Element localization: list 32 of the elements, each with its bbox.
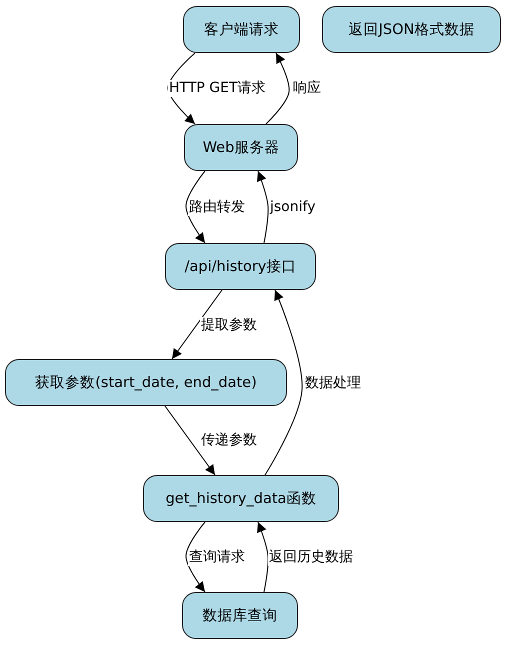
edge-label: 提取参数 xyxy=(200,317,258,334)
edge-label: HTTP GET请求 xyxy=(168,80,267,97)
edge-label: 路由转发 xyxy=(188,199,246,216)
edge-label: jsonify xyxy=(269,199,316,216)
arrow xyxy=(264,290,302,476)
process-box xyxy=(183,6,300,53)
node-label: 返回JSON格式数据 xyxy=(348,21,474,39)
process-box xyxy=(182,592,298,639)
arrow xyxy=(168,52,196,124)
arrow xyxy=(257,522,269,592)
node-label: Web服务器 xyxy=(202,139,280,157)
arrow xyxy=(186,170,206,244)
process-box xyxy=(322,6,501,53)
node-label: 客户端请求 xyxy=(204,20,279,39)
arrow xyxy=(172,290,222,360)
node-label: /api/history接口 xyxy=(184,258,296,276)
process-box xyxy=(165,243,316,290)
edge-label: 数据处理 xyxy=(304,375,362,392)
edge-label: 返回历史数据 xyxy=(268,549,354,566)
arrow xyxy=(266,52,290,124)
arrow xyxy=(164,406,216,476)
arrow xyxy=(186,522,206,592)
arrow xyxy=(256,170,269,244)
node-label: 获取参数(start_date, end_date) xyxy=(35,374,257,392)
edge-label: 传递参数 xyxy=(200,432,258,449)
process-box xyxy=(5,359,287,406)
edge-label: 响应 xyxy=(292,80,322,97)
process-box xyxy=(184,124,298,171)
process-box xyxy=(143,475,339,522)
node-label: get_history_data函数 xyxy=(166,490,316,508)
edge-label: 查询请求 xyxy=(188,549,246,566)
node-label: 数据库查询 xyxy=(202,606,278,625)
